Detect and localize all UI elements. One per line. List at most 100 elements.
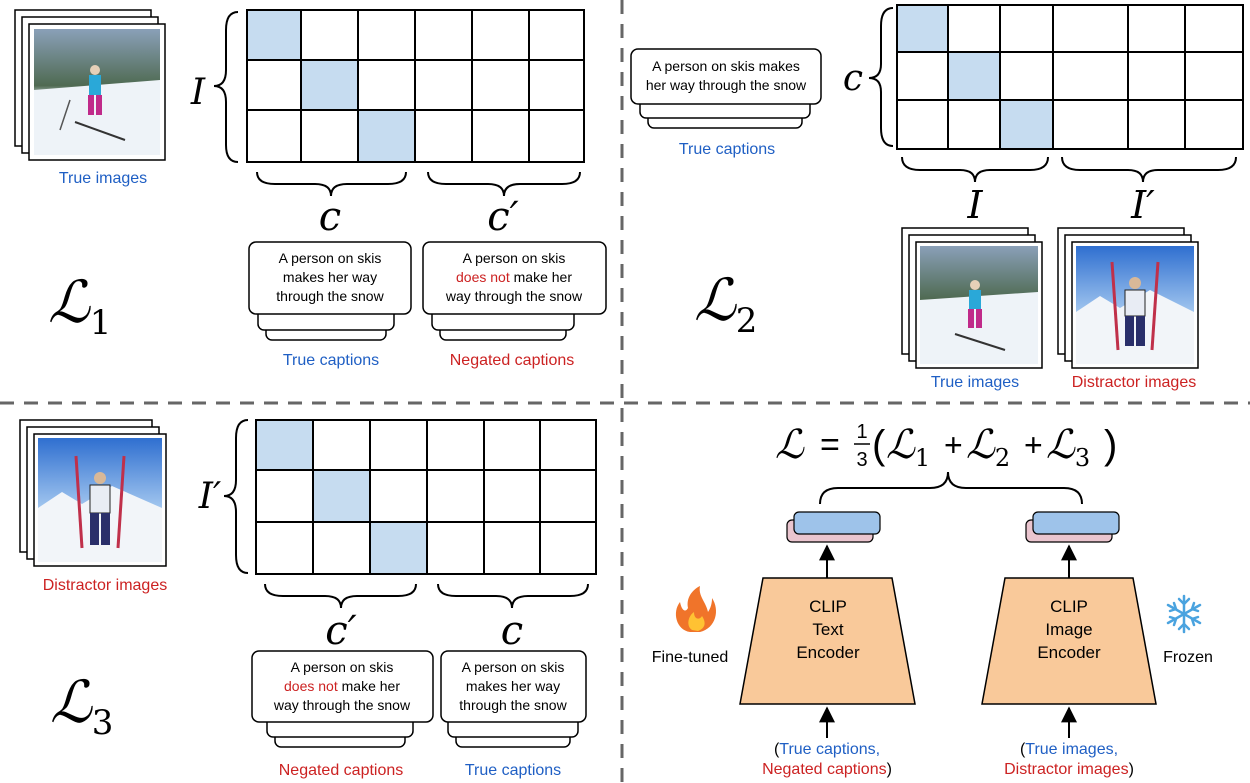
similarity-grid-1 bbox=[246, 9, 585, 163]
fire-icon bbox=[675, 586, 716, 632]
row-label-distractor-images: I′ bbox=[198, 476, 221, 517]
clip-image-encoder: CLIP Image Encoder bbox=[981, 577, 1157, 705]
panel-4: ℒ = 1 3 ( ℒ1 + ℒ2 + ℒ3 ) bbox=[652, 421, 1213, 778]
true-caption-stack: A person on skis makes her way through t… bbox=[248, 241, 412, 341]
row-brace-2 bbox=[868, 7, 894, 147]
panel-3: Distractor images I′ c′ c A person on sk… bbox=[19, 419, 597, 779]
svg-text:=: = bbox=[820, 426, 840, 464]
distractor-photo bbox=[38, 438, 162, 562]
caption-line: A person on skis bbox=[291, 659, 394, 675]
true-captions-label: True captions bbox=[283, 352, 379, 369]
loss-l2: ℒ2 bbox=[694, 266, 757, 341]
output-brace bbox=[819, 471, 1083, 505]
caption-line: A person on skis makes bbox=[652, 58, 800, 74]
svg-text:ℒ1: ℒ1 bbox=[886, 422, 930, 472]
svg-text:CLIP: CLIP bbox=[1050, 597, 1088, 616]
caption-line: through the snow bbox=[459, 697, 567, 713]
svg-text:ℒ2: ℒ2 bbox=[966, 422, 1010, 472]
row-brace-3 bbox=[223, 419, 249, 574]
col-label-distractor-images: I′ bbox=[1130, 183, 1155, 227]
fine-tuned-label: Fine-tuned bbox=[652, 649, 729, 666]
svg-text:Encoder: Encoder bbox=[1037, 643, 1101, 662]
caption-line: her way through the snow bbox=[646, 77, 807, 93]
col-brace-right bbox=[427, 171, 581, 197]
negated-captions-label-3: Negated captions bbox=[279, 762, 404, 779]
text-encoder-inputs: (True captions, Negated captions) bbox=[762, 741, 892, 778]
caption-line: A person on skis bbox=[279, 250, 382, 266]
col-label-captions: c bbox=[319, 194, 341, 240]
svg-text:1: 1 bbox=[856, 421, 867, 443]
col-brace-left-3 bbox=[264, 583, 417, 609]
loss-formula: ℒ = 1 3 ( ℒ1 + ℒ2 + ℒ3 ) bbox=[775, 421, 1117, 472]
row-label-images: I bbox=[190, 72, 206, 113]
true-image-stack-2 bbox=[901, 227, 1043, 369]
svg-text:+: + bbox=[1024, 427, 1043, 463]
text-embedding bbox=[786, 511, 881, 543]
image-encoder-inputs: (True images, Distractor images) bbox=[1004, 741, 1134, 778]
svg-text:(True captions,: (True captions, bbox=[774, 741, 880, 758]
distractor-image-stack-3 bbox=[19, 419, 167, 567]
col-label-captions-3: c bbox=[501, 608, 523, 654]
negation-word: does not bbox=[456, 269, 510, 285]
true-images-label: True images bbox=[59, 170, 147, 187]
clip-text-encoder: CLIP Text Encoder bbox=[739, 577, 916, 705]
caption-line: makes her way bbox=[283, 269, 377, 285]
caption-line: A person on skis bbox=[463, 250, 566, 266]
svg-text:(: ( bbox=[872, 423, 886, 467]
true-caption-stack-2: A person on skis makes her way through t… bbox=[630, 48, 822, 129]
true-images-label-2: True images bbox=[931, 374, 1019, 391]
col-brace-right-2 bbox=[1061, 156, 1237, 183]
distractor-images-label-3: Distractor images bbox=[43, 577, 167, 594]
negated-captions-label: Negated captions bbox=[450, 352, 575, 369]
panel-2: A person on skis makes her way through t… bbox=[630, 4, 1244, 391]
snowflake-icon bbox=[1166, 594, 1202, 634]
caption-line: way through the snow bbox=[273, 697, 411, 713]
frozen-label: Frozen bbox=[1163, 649, 1213, 666]
caption-line: makes her way bbox=[466, 678, 560, 694]
col-label-negated-captions: c′ bbox=[487, 194, 518, 240]
image-embedding bbox=[1025, 511, 1120, 543]
negated-caption-stack-3: A person on skis does not make her way t… bbox=[251, 650, 434, 748]
col-label-images: I bbox=[966, 183, 983, 227]
svg-text:): ) bbox=[1104, 423, 1117, 467]
col-brace-left-2 bbox=[901, 156, 1049, 183]
caption-line: does not make her bbox=[284, 678, 400, 694]
col-brace-left bbox=[256, 171, 407, 197]
skier-photo bbox=[34, 29, 160, 155]
col-brace-right-3 bbox=[437, 583, 589, 609]
svg-text:ℒ3: ℒ3 bbox=[1046, 422, 1090, 472]
svg-text:Distractor images): Distractor images) bbox=[1004, 761, 1134, 778]
loss-l3: ℒ3 bbox=[50, 668, 113, 743]
skier-photo bbox=[920, 246, 1038, 364]
true-captions-label-3: True captions bbox=[465, 762, 561, 779]
col-label-negated-captions-3: c′ bbox=[325, 608, 356, 654]
distractor-photo bbox=[1076, 246, 1194, 364]
similarity-grid-2 bbox=[896, 4, 1244, 150]
caption-line: A person on skis bbox=[462, 659, 565, 675]
svg-text:Negated captions): Negated captions) bbox=[762, 761, 892, 778]
panel-1: True images I c c′ A person on bbox=[14, 9, 607, 369]
true-caption-stack-3: A person on skis makes her way through t… bbox=[440, 650, 587, 748]
loss-l1: ℒ1 bbox=[48, 268, 111, 343]
svg-text:ℒ: ℒ bbox=[775, 422, 805, 468]
svg-text:(True images,: (True images, bbox=[1020, 741, 1118, 758]
true-captions-label-2: True captions bbox=[679, 141, 775, 158]
svg-text:Encoder: Encoder bbox=[796, 643, 860, 662]
svg-text:Image: Image bbox=[1045, 620, 1092, 639]
svg-text:+: + bbox=[944, 427, 963, 463]
similarity-grid-3 bbox=[255, 419, 597, 575]
svg-text:3: 3 bbox=[856, 449, 867, 471]
caption-line: way through the snow bbox=[445, 288, 583, 304]
row-brace bbox=[213, 11, 239, 163]
negation-word: does not bbox=[284, 678, 338, 694]
row-label-captions: c bbox=[843, 58, 863, 99]
svg-text:Text: Text bbox=[812, 620, 843, 639]
negated-caption-stack: A person on skis does not make her way t… bbox=[422, 241, 607, 341]
distractor-images-label-2: Distractor images bbox=[1072, 374, 1196, 391]
svg-text:CLIP: CLIP bbox=[809, 597, 847, 616]
distractor-image-stack-2 bbox=[1057, 227, 1199, 369]
true-image-stack bbox=[14, 9, 166, 161]
caption-line: does not make her bbox=[456, 269, 572, 285]
